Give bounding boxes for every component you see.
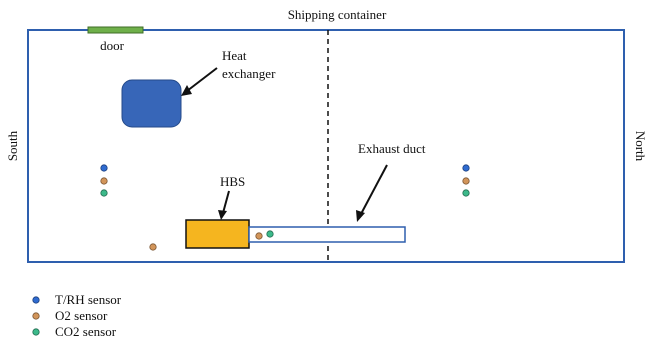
legend: T/RH sensor O2 sensor CO2 sensor — [32, 292, 122, 339]
south-co2-sensor — [100, 189, 108, 197]
heat-exchanger-arrow — [186, 67, 218, 92]
floor-o2-sensor — [149, 243, 157, 251]
north-trh-sensor — [462, 164, 470, 172]
north-label: North — [633, 131, 645, 162]
heat-exchanger-shape — [121, 79, 182, 128]
heat-exchanger-label-line2: exchanger — [222, 66, 276, 81]
door-label: door — [100, 38, 125, 53]
duct-co2-sensor — [266, 230, 274, 238]
hbs-label: HBS — [220, 174, 245, 189]
south-trh-sensor — [100, 164, 108, 172]
container-outline — [27, 29, 625, 263]
south-label: South — [5, 130, 20, 161]
legend-co2-marker — [32, 328, 40, 336]
legend-trh-label: T/RH sensor — [55, 292, 122, 307]
legend-o2-marker — [32, 312, 40, 320]
hbs-arrowhead — [218, 210, 227, 220]
hbs-shape — [185, 219, 250, 249]
exhaust-duct-label: Exhaust duct — [358, 141, 426, 156]
heat-exchanger-label-line1: Heat — [222, 48, 247, 63]
north-o2-sensor — [462, 177, 470, 185]
exhaust-duct-arrow — [360, 164, 388, 215]
heat-exchanger-arrowhead — [181, 85, 192, 96]
north-co2-sensor — [462, 189, 470, 197]
hbs-arrow — [222, 190, 230, 214]
door-shape — [87, 26, 144, 34]
legend-co2-label: CO2 sensor — [55, 324, 117, 339]
legend-trh-marker — [32, 296, 40, 304]
south-o2-sensor — [100, 177, 108, 185]
exhaust-duct-arrowhead — [356, 210, 365, 222]
legend-o2-label: O2 sensor — [55, 308, 108, 323]
exhaust-duct-shape — [248, 226, 406, 243]
diagram-title: Shipping container — [288, 7, 387, 22]
duct-o2-sensor — [255, 232, 263, 240]
